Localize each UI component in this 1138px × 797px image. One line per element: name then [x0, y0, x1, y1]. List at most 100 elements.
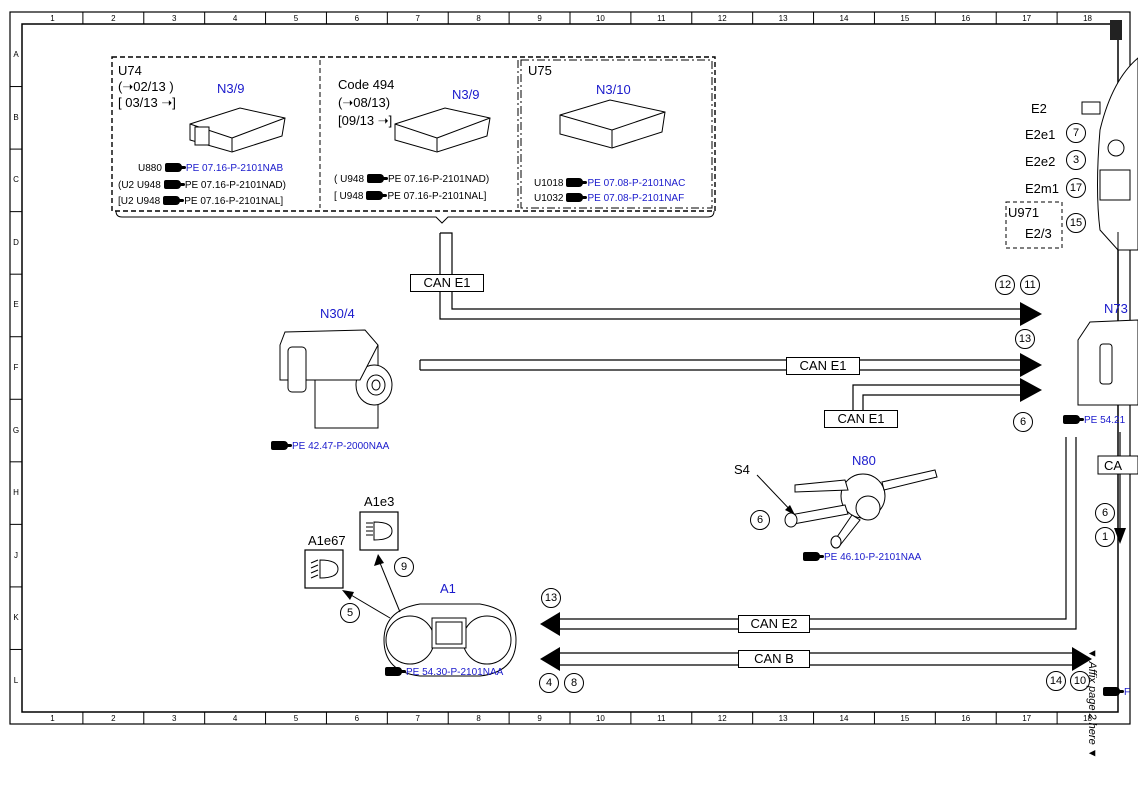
- grid-column-label: 9: [537, 714, 542, 723]
- grid-row-label: C: [13, 175, 19, 185]
- callout-11: 11: [1020, 275, 1040, 295]
- grid-column-label: 5: [293, 714, 299, 723]
- affix-page-note: ▼ Affix page 2 here ▼: [1086, 648, 1098, 759]
- callout-10: 10: [1070, 671, 1090, 691]
- component-e2-label: E2: [1031, 101, 1047, 116]
- callout-12: 12: [995, 275, 1015, 295]
- reference-hand-icon: [366, 191, 388, 200]
- reference-hand-icon: [367, 174, 389, 183]
- u75-label: U75: [528, 63, 552, 78]
- grid-column-label: 18: [1083, 714, 1092, 723]
- callout-1: 1: [1095, 527, 1115, 547]
- grid-column-label: 17: [1022, 14, 1032, 23]
- grid-column-label: 2: [111, 14, 116, 23]
- bus-label-can-e2: CAN E2: [738, 615, 810, 633]
- grid-column-label: 15: [900, 714, 910, 723]
- component-a1e67-label: A1e67: [308, 533, 346, 548]
- grid-column-label: 18: [1083, 14, 1092, 23]
- grid-row-label: E: [13, 300, 19, 310]
- u74-date-to: [ 03/13 ➝]: [118, 95, 176, 110]
- grid-column-label: 7: [415, 14, 420, 23]
- component-n80-label: N80: [852, 453, 876, 468]
- callout-7: 7: [1066, 123, 1086, 143]
- grid-column-label: 3: [171, 714, 177, 723]
- grid-column-label: 17: [1022, 714, 1032, 723]
- callout-13-lower: 13: [541, 588, 561, 608]
- callout-4: 4: [539, 673, 559, 693]
- component-a1-label: A1: [440, 581, 456, 596]
- component-n73-ref: PE 54.21: [1060, 415, 1125, 426]
- grid-column-label: 10: [595, 14, 605, 23]
- grid-column-label: 2: [111, 714, 116, 723]
- callout-6-right: 6: [1095, 503, 1115, 523]
- e2-item-e2m1: E2m1: [1025, 181, 1059, 196]
- grid-column-label: 6: [354, 714, 360, 723]
- grid-column-label: 8: [476, 714, 481, 723]
- grid-row-label: J: [14, 550, 18, 560]
- callout-14: 14: [1046, 671, 1066, 691]
- grid-column-label: 4: [232, 714, 238, 723]
- grid-row-label: B: [13, 112, 19, 122]
- grid-row-label: L: [13, 675, 19, 685]
- grid-column-label: 15: [900, 14, 910, 23]
- grid-column-label: 9: [537, 14, 542, 23]
- grid-column-label: 12: [717, 14, 727, 23]
- grid-row-label: A: [13, 50, 19, 60]
- grid-row-label: D: [13, 237, 19, 247]
- bus-label-can-e1-top: CAN E1: [410, 274, 484, 292]
- grid-column-label: 14: [839, 714, 849, 723]
- grid-column-label: 7: [415, 714, 420, 723]
- grid-column-label: 16: [961, 14, 971, 23]
- callout-13-upper: 13: [1015, 329, 1035, 349]
- callout-15: 15: [1066, 213, 1086, 233]
- grid-column-label: 11: [657, 14, 666, 23]
- code494-label: Code 494: [338, 77, 395, 92]
- bus-label-can-e1-middle: CAN E1: [786, 357, 860, 375]
- callout-5: 5: [340, 603, 360, 623]
- u75-component-n3-10: N3/10: [596, 82, 631, 97]
- callout-3: 3: [1066, 150, 1086, 170]
- component-a1-ref: PE 54.30-P-2101NAA: [382, 667, 503, 678]
- e2-u971-label: U971: [1008, 205, 1040, 220]
- bus-label-can-b: CAN B: [738, 650, 810, 668]
- grid-column-label: 13: [778, 14, 788, 23]
- grid-column-label: 11: [657, 714, 666, 723]
- bus-label-can-e1-n80: CAN E1: [824, 410, 898, 428]
- reference-hand-icon: [566, 193, 588, 202]
- grid-column-label: 16: [961, 714, 971, 723]
- grid-row-label: F: [13, 363, 19, 372]
- component-n30-4-label: N30/4: [320, 306, 355, 321]
- grid-column-label: 3: [171, 14, 177, 23]
- code494-date-to: [09/13 ➝]: [338, 113, 393, 128]
- code494-date-from: (➝08/13): [338, 95, 391, 110]
- callout-9: 9: [394, 557, 414, 577]
- grid-column-label: 4: [232, 14, 238, 23]
- grid-column-label: 1: [50, 14, 55, 23]
- reference-hand-icon: [271, 441, 292, 450]
- reference-hand-icon: [803, 552, 824, 561]
- callout-6-upper: 6: [1013, 412, 1033, 432]
- e2-item-e2-3: E2/3: [1025, 226, 1052, 241]
- u74-date-from: (➝02/13 ): [118, 79, 174, 94]
- reference-hand-icon: [385, 667, 406, 676]
- grid-row-label: K: [13, 613, 19, 623]
- grid-column-label: 12: [717, 714, 727, 723]
- callout-6-s4: 6: [750, 510, 770, 530]
- reference-hand-icon: [566, 178, 588, 187]
- reference-hand-icon: [1063, 415, 1084, 424]
- grid-row-label: H: [13, 488, 19, 498]
- reference-hand-icon: [164, 163, 186, 172]
- grid-column-label: 10: [595, 714, 605, 723]
- reference-hand-icon: [163, 180, 185, 189]
- reference-hand-icon: [163, 196, 185, 205]
- component-n73-label: N73: [1104, 301, 1128, 316]
- component-n80-ref: PE 46.10-P-2101NAA: [800, 552, 921, 563]
- grid-column-label: 1: [50, 714, 55, 723]
